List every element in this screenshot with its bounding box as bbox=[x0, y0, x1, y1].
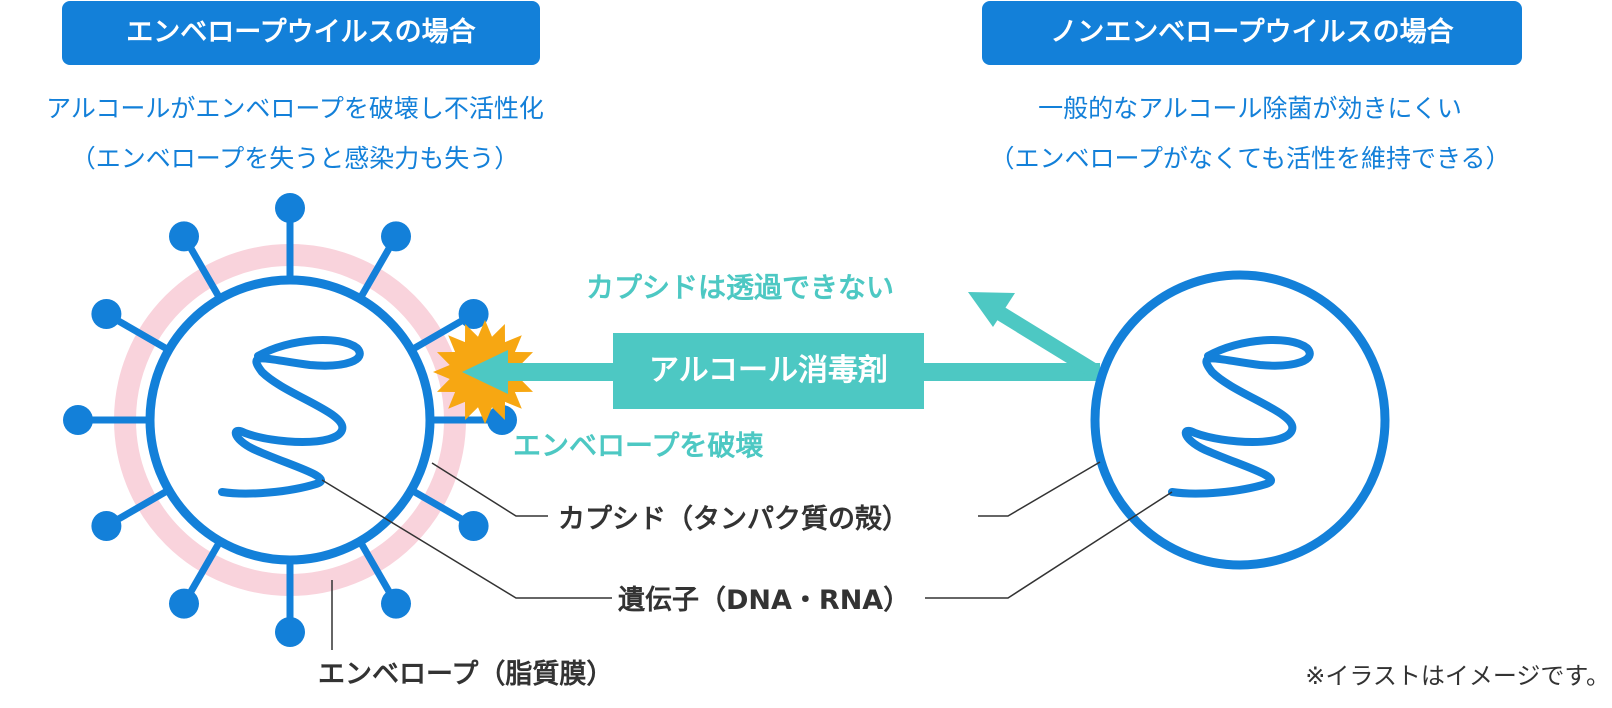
non-enveloped-virus-badge: ノンエンベロープウイルスの場合 bbox=[982, 1, 1522, 65]
spike-head bbox=[91, 511, 122, 541]
spike-head bbox=[458, 511, 489, 541]
spike-stem bbox=[409, 486, 464, 523]
spike-head bbox=[91, 299, 122, 329]
enveloped-description: アルコールがエンベロープを破壊し不活性化 （エンベロープを失うと感染力も失う） bbox=[0, 84, 590, 184]
spike-stem bbox=[409, 317, 464, 354]
spike-head bbox=[275, 193, 305, 223]
capsid-shell-right bbox=[1090, 270, 1390, 570]
alcohol-arrow-head bbox=[462, 350, 508, 394]
spike-stem bbox=[187, 246, 224, 301]
spike-head bbox=[487, 405, 517, 435]
leader-lines bbox=[321, 461, 1173, 650]
deflect-arrow-head bbox=[968, 292, 1015, 327]
spike-head bbox=[169, 221, 199, 252]
capsid-leader-left bbox=[431, 462, 548, 517]
non-enveloped-description-line1: 一般的なアルコール除菌が効きにくい bbox=[1038, 94, 1462, 123]
spike-head bbox=[169, 588, 199, 619]
spike-stem bbox=[187, 539, 224, 594]
envelope-destroy-label: エンベロープを破壊 bbox=[513, 429, 764, 462]
spike-head bbox=[63, 405, 93, 435]
non-enveloped-description: 一般的なアルコール除菌が効きにくい （エンベロープがなくても活性を維持できる） bbox=[940, 84, 1560, 184]
non-enveloped-virus bbox=[1090, 270, 1390, 570]
gene-leader-left bbox=[321, 479, 612, 599]
gene-leader-right bbox=[925, 491, 1173, 599]
spike-stem bbox=[116, 486, 171, 523]
spike-head bbox=[275, 617, 305, 647]
gene-label: 遺伝子（DNA・RNA） bbox=[618, 585, 911, 616]
capsid-shell bbox=[145, 275, 435, 565]
illustration-note: ※イラストはイメージです。 bbox=[1305, 662, 1610, 690]
spike-head bbox=[381, 221, 411, 252]
enveloped-description-line2: （エンベロープを失うと感染力も失う） bbox=[70, 144, 520, 173]
spike-head bbox=[458, 299, 489, 329]
spike-stem bbox=[116, 317, 171, 354]
spike-stem bbox=[356, 539, 393, 594]
spike-head bbox=[381, 588, 411, 619]
capsid-label: カプシド（タンパク質の殻） bbox=[558, 504, 909, 535]
capsid-no-pass-label: カプシドは透過できない bbox=[586, 271, 895, 304]
enveloped-virus-badge: エンベロープウイルスの場合 bbox=[62, 1, 540, 65]
capsid-leader-right bbox=[978, 461, 1101, 517]
enveloped-virus bbox=[63, 193, 517, 647]
genome-strand-right bbox=[1168, 336, 1314, 498]
non-enveloped-description-line2: （エンベロープがなくても活性を維持できる） bbox=[989, 144, 1511, 173]
enveloped-description-line1: アルコールがエンベロープを破壊し不活性化 bbox=[46, 94, 544, 123]
spike-stem bbox=[356, 246, 393, 301]
spike-proteins bbox=[63, 193, 517, 647]
deflect-arrow-shaft bbox=[991, 303, 1100, 379]
envelope-label: エンベロープ（脂質膜） bbox=[318, 659, 614, 690]
alcohol-disinfectant-label: アルコール消毒剤 bbox=[613, 333, 924, 409]
genome-strand bbox=[218, 336, 364, 498]
